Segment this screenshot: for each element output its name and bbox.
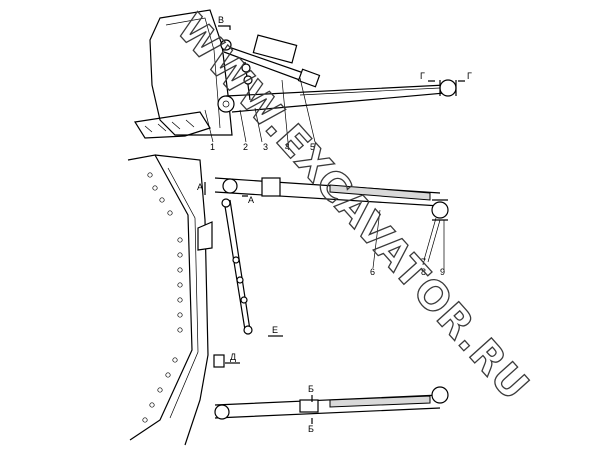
- lift-cylinder-box: [252, 34, 298, 64]
- watermark: WWW.EXCAVATOR.RU: [168, 6, 538, 410]
- section-mark-b-top: Б: [308, 384, 314, 394]
- section-mark-v: В: [218, 15, 224, 25]
- trunnion-end: [439, 79, 457, 97]
- lower-pin: [214, 404, 230, 420]
- callout-2: 2: [243, 142, 248, 152]
- section-mark-g-right: Г: [467, 71, 472, 81]
- section-mark-b-bottom: Б: [308, 424, 314, 434]
- callout-5: 5: [310, 142, 315, 152]
- diagonal-brace: [223, 199, 251, 331]
- callout-4: 4: [285, 142, 290, 152]
- lower-trunnion: [431, 386, 449, 404]
- center-bracket: [197, 221, 213, 251]
- blade-side-profile: [149, 9, 233, 136]
- top-side-view: В Г Г 1 2 3 4 5: [134, 9, 472, 152]
- callout-1: 1: [210, 142, 215, 152]
- view-d-label: Д: [230, 352, 236, 362]
- blade-plan-outline: [127, 154, 193, 441]
- callout-9: 9: [440, 267, 445, 277]
- upper-pin: [222, 178, 238, 194]
- cutting-edge: [134, 111, 211, 139]
- callout-8: 8: [421, 267, 426, 277]
- upper-trunnion: [431, 201, 449, 219]
- bolt-holes-left: [142, 172, 183, 423]
- section-mark-g-left: Г: [420, 71, 425, 81]
- section-mark-a-bottom: А: [248, 195, 254, 205]
- view-e-label: Е: [272, 325, 278, 335]
- callout-7: 7: [421, 257, 426, 267]
- callout-3: 3: [263, 142, 268, 152]
- bottom-plan-view: А А Б Б Д Е 6 7 8 9: [127, 154, 449, 446]
- callout-6: 6: [370, 267, 375, 277]
- section-mark-a-top: А: [197, 182, 203, 192]
